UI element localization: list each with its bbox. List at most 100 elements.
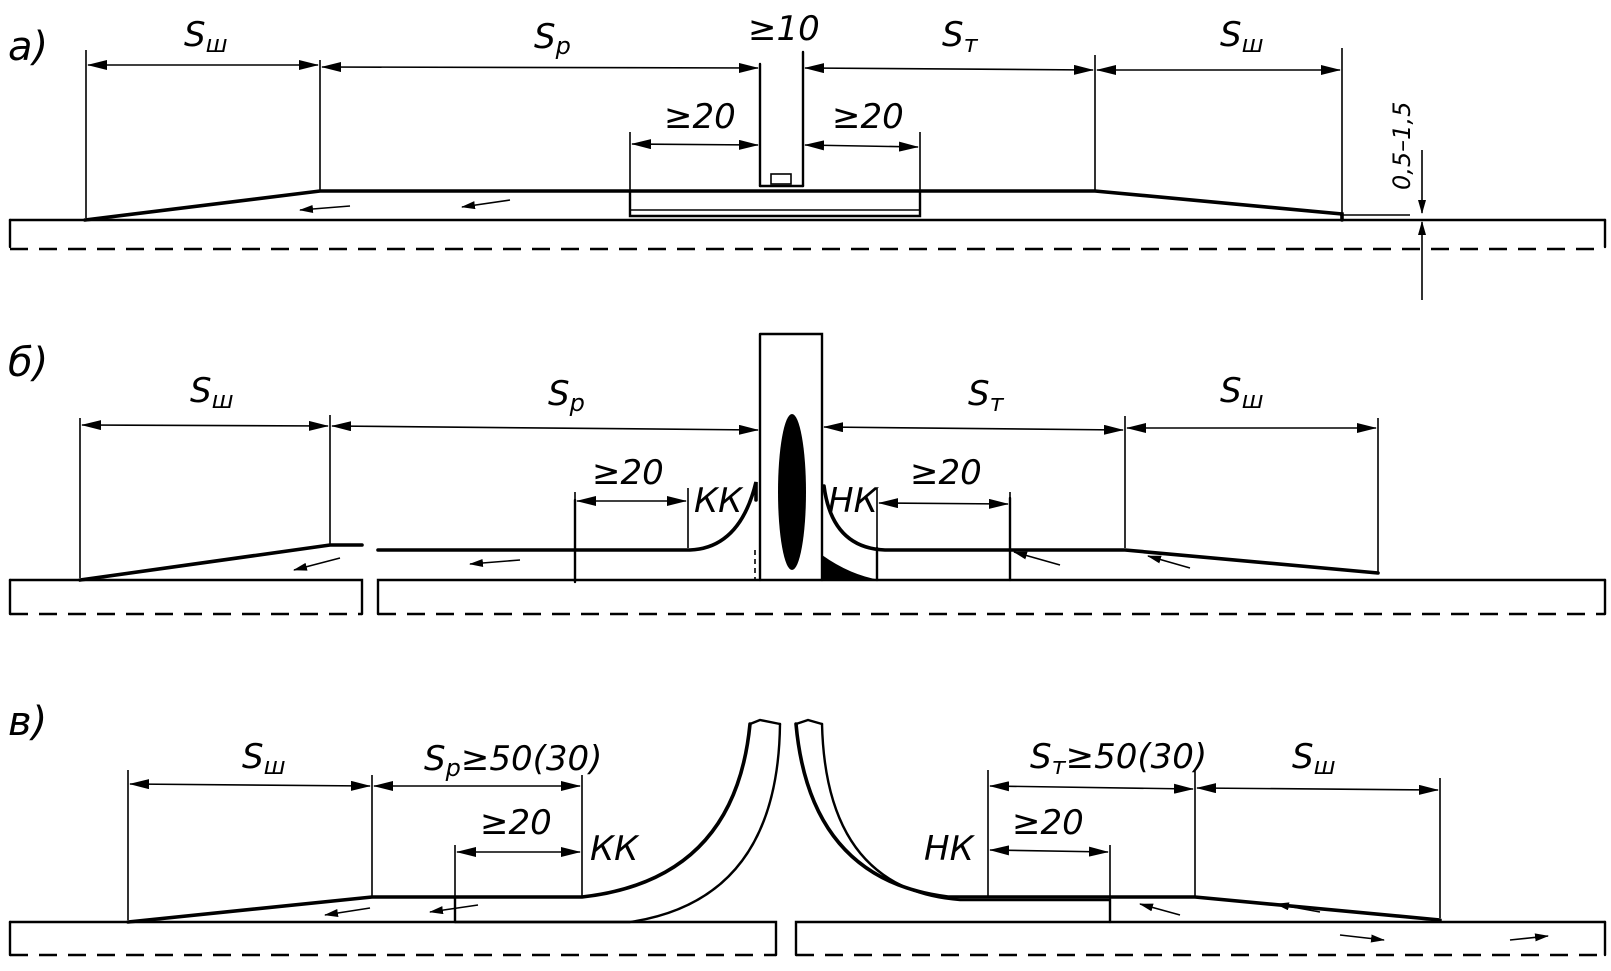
panel-a-label-sw-right: Sш: [1220, 15, 1264, 58]
panel-b-label-sw-right: Sш: [1220, 371, 1264, 414]
panel-c-label-st-value: ≥50(30): [1066, 737, 1208, 777]
panel-c-label-sp-index: р: [445, 754, 461, 782]
panel-b-surface-right: [822, 484, 1380, 575]
panel-b-dim-min-right: [878, 498, 1009, 509]
panel-b: б) Sш Sр Sт Sш ≥2: [8, 332, 1607, 616]
panel-a-label-sw-right-symbol: S: [1220, 15, 1242, 55]
panel-c-plate-top: [8, 920, 1607, 957]
panel-b-label-nk: НК: [828, 481, 880, 521]
panel-b-flow-arrow-1: [293, 557, 341, 571]
panel-b-label-st-index: т: [990, 389, 1005, 417]
panel-c-label-sw-left: Sш: [242, 737, 286, 780]
panel-a-label-offset: 0,5–1,5: [1388, 102, 1416, 190]
panel-c-extension-lines: [127, 770, 1441, 920]
panel-a-surface-profile: [83, 189, 1344, 222]
panel-b-label-st: Sт: [968, 374, 1005, 417]
panel-c-label-sw-right: Sш: [1292, 737, 1336, 780]
panel-c-label-kk: КК: [590, 829, 640, 869]
panel-b-label-sw-left-symbol: S: [190, 371, 212, 411]
panel-c-label-sp-value: ≥50(30): [461, 739, 603, 779]
panel-c-dim-st: [989, 781, 1194, 794]
panel-a-dim-sp: [321, 62, 759, 73]
panel-b-label-sw-right-symbol: S: [1220, 371, 1242, 411]
panel-b-label-min-right: ≥20: [910, 453, 982, 493]
panel-a-dim-st: [804, 63, 1094, 75]
panel-c-label-sw-left-index: ш: [264, 752, 286, 780]
panel-a: а) Sш Sр ≥10 Sт Sш: [8, 9, 1607, 300]
panel-b-dim-st: [823, 422, 1124, 435]
panel-b-flow-arrow-3: [1013, 551, 1061, 566]
panel-a-label-sw-right-index: ш: [1242, 30, 1264, 58]
panel-b-flow-arrow-4: [1147, 555, 1191, 569]
panel-a-label-st: Sт: [942, 15, 979, 58]
panel-c-dim-sw-left: [129, 779, 371, 791]
panel-a-label-sw-left: Sш: [184, 15, 228, 58]
panel-a-offset-extensions: [1340, 214, 1410, 221]
panel-c-label-st-index: т: [1052, 752, 1067, 780]
panel-c-label-min-right: ≥20: [1012, 803, 1084, 843]
panel-b-flow-arrow-2: [469, 558, 521, 567]
panel-a-weld-bead: [770, 173, 792, 185]
panel-c-label-sw-right-symbol: S: [1292, 737, 1314, 777]
panel-b-label-sp: Sр: [548, 374, 585, 417]
panel-c-label-st-symbol: S: [1030, 737, 1052, 777]
panel-a-label-sp-symbol: S: [534, 17, 556, 57]
panel-c-label-sp-symbol: S: [424, 739, 446, 779]
panel-c-label: в): [8, 699, 47, 745]
panel-b-label-kk: КК: [694, 481, 744, 521]
panel-c-label-sp: Sр≥50(30): [424, 739, 602, 782]
panel-a-extension-lines: [85, 48, 1343, 218]
panel-b-label-sw-left-index: ш: [212, 386, 234, 414]
panel-c-plate-edges: [8, 920, 1607, 957]
panel-b-plate-edges: [8, 578, 1607, 616]
panel-c-surface-right: [794, 722, 1442, 922]
panel-a-label-sp-index: р: [555, 32, 571, 60]
panel-b-label-sp-symbol: S: [548, 374, 570, 414]
panel-a-dim-min-right: [804, 140, 919, 152]
panel-c: в) Sш Sр≥50(30) Sт≥50(30) S: [8, 699, 1607, 957]
panel-b-weld-fillet-right: [822, 555, 880, 580]
panel-b-web: [758, 332, 824, 582]
panel-a-label-min-right: ≥20: [832, 97, 904, 137]
panel-c-flow-arrow-5: [1339, 934, 1385, 943]
panel-c-flow-arrow-3: [1139, 903, 1181, 916]
panel-b-label-st-symbol: S: [968, 374, 990, 414]
panel-a-overlay: [628, 189, 922, 218]
panel-b-surface-left: [78, 481, 758, 582]
panel-a-label-gap: ≥10: [748, 9, 820, 49]
panel-a-label-sw-left-index: ш: [206, 30, 228, 58]
panel-c-flow-arrow-6: [1509, 933, 1549, 942]
panel-b-dim-sw-left: [81, 420, 329, 431]
panel-c-flange-left-top: [748, 718, 782, 726]
panel-a-stiffener: [758, 50, 805, 188]
panel-c-surface-left: [126, 722, 752, 924]
panel-a-label-min-left: ≥20: [664, 97, 736, 137]
panel-b-label-sw-left: Sш: [190, 371, 234, 414]
panel-b-extension-lines: [79, 415, 1379, 578]
panel-c-label-sw-left-symbol: S: [242, 737, 264, 777]
panel-c-flow-arrow-2: [429, 904, 479, 915]
panel-a-label-st-index: т: [964, 30, 979, 58]
panel-a-label-sp: Sр: [534, 17, 571, 60]
panel-c-flange-left-outer: [453, 722, 782, 924]
panel-c-label-sw-right-index: ш: [1314, 752, 1336, 780]
panel-c-flow-arrow-4: [1275, 902, 1321, 913]
panel-b-label-min-left: ≥20: [592, 453, 664, 493]
panel-c-label-nk: НК: [924, 829, 976, 869]
panel-c-flow-arrow-1: [324, 907, 371, 917]
panel-a-label: а): [8, 24, 48, 70]
panel-c-flange-right-top: [794, 718, 824, 726]
panel-c-flange-right-outer: [820, 722, 1112, 924]
panel-b-plate-top: [8, 578, 1607, 616]
panel-c-dim-sw-right: [1196, 783, 1439, 795]
panel-c-dim-min-right: [989, 845, 1109, 857]
panel-b-weld-penetration: [778, 414, 806, 570]
panel-b-label-sp-index: р: [569, 389, 585, 417]
panel-c-label-min-left: ≥20: [480, 803, 552, 843]
panel-a-flow-arrow-2: [461, 199, 511, 210]
panel-a-flow-arrow-1: [299, 204, 351, 213]
panel-a-label-sw-left-symbol: S: [184, 15, 206, 55]
panel-a-label-st-symbol: S: [942, 15, 964, 55]
panel-b-label: б): [8, 340, 48, 386]
